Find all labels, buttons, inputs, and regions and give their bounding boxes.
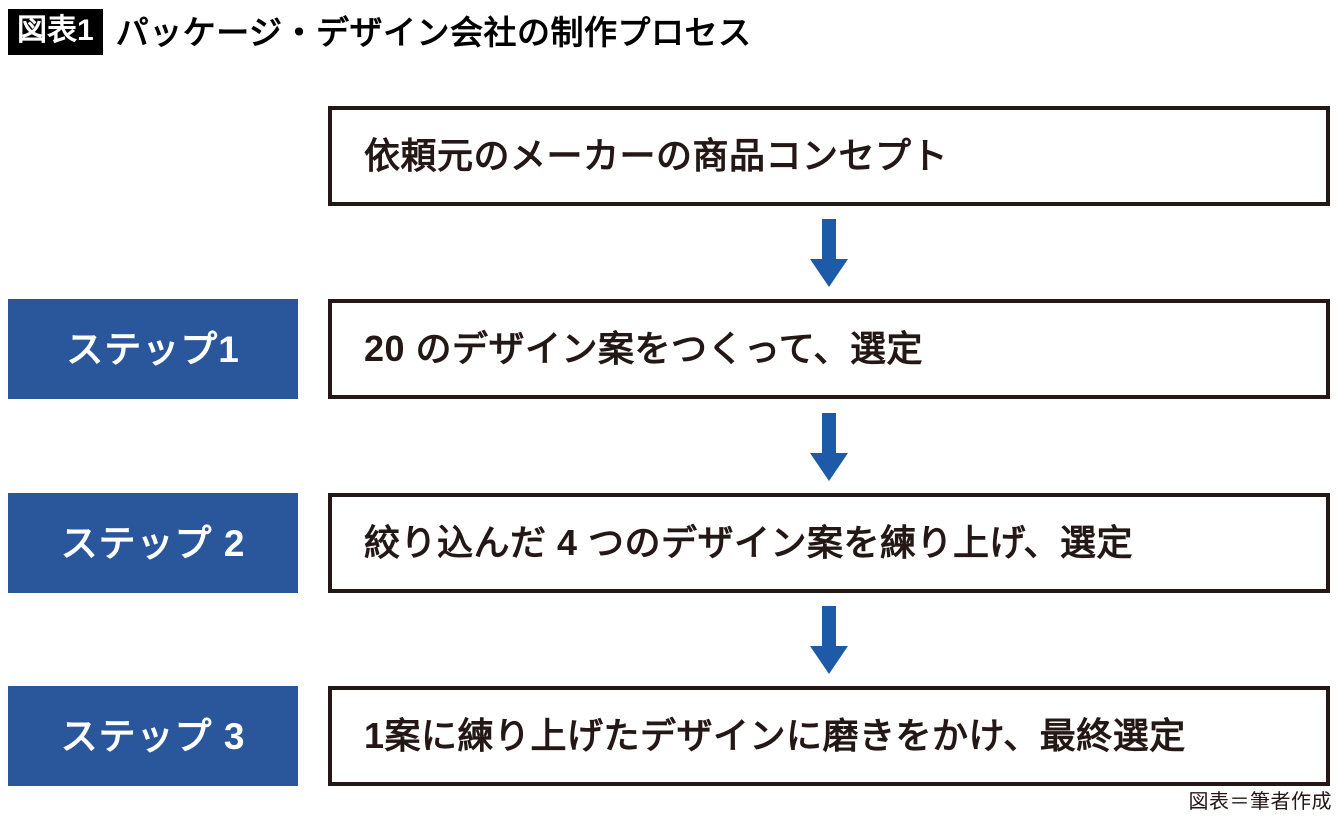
flow-row-concept: 依頼元のメーカーの商品コンセプト [0, 106, 1340, 206]
step-badge-3: ステップ 3 [8, 686, 298, 786]
step-badge-label: ステップ 2 [60, 522, 246, 564]
source-credit: 図表＝筆者作成 [1188, 791, 1332, 813]
page-title: パッケージ・デザイン会社の制作プロセス [115, 13, 752, 51]
arrow-down-icon-3 [806, 606, 852, 674]
figure-header: 図表1 パッケージ・デザイン会社の制作プロセス [8, 8, 752, 56]
step-badge-label: ステップ 3 [60, 715, 246, 757]
flow-node-label: 依頼元のメーカーの商品コンセプト [364, 135, 949, 177]
arrow-down-icon-2 [806, 413, 852, 481]
step-badge-1: ステップ1 [8, 299, 298, 399]
flow-row-step-1: ステップ1 20 のデザイン案をつくって、選定 [0, 299, 1340, 399]
flow-node-step-3: 1案に練り上げたデザインに磨きをかけ、最終選定 [328, 686, 1330, 786]
flow-node-step-1: 20 のデザイン案をつくって、選定 [328, 299, 1330, 399]
flow-row-step-2: ステップ 2 絞り込んだ 4 つのデザイン案を練り上げ、選定 [0, 493, 1340, 593]
flow-node-label: 20 のデザイン案をつくって、選定 [364, 328, 923, 370]
figure-number-tag: 図表1 [8, 9, 103, 55]
flow-node-step-2: 絞り込んだ 4 つのデザイン案を練り上げ、選定 [328, 493, 1330, 593]
flow-row-step-3: ステップ 3 1案に練り上げたデザインに磨きをかけ、最終選定 [0, 686, 1340, 786]
flow-node-concept: 依頼元のメーカーの商品コンセプト [328, 106, 1330, 206]
arrow-down-icon-1 [806, 219, 852, 287]
flow-node-label: 絞り込んだ 4 つのデザイン案を練り上げ、選定 [364, 522, 1134, 564]
flow-node-label: 1案に練り上げたデザインに磨きをかけ、最終選定 [364, 715, 1186, 757]
step-badge-label: ステップ1 [66, 328, 240, 370]
step-badge-2: ステップ 2 [8, 493, 298, 593]
